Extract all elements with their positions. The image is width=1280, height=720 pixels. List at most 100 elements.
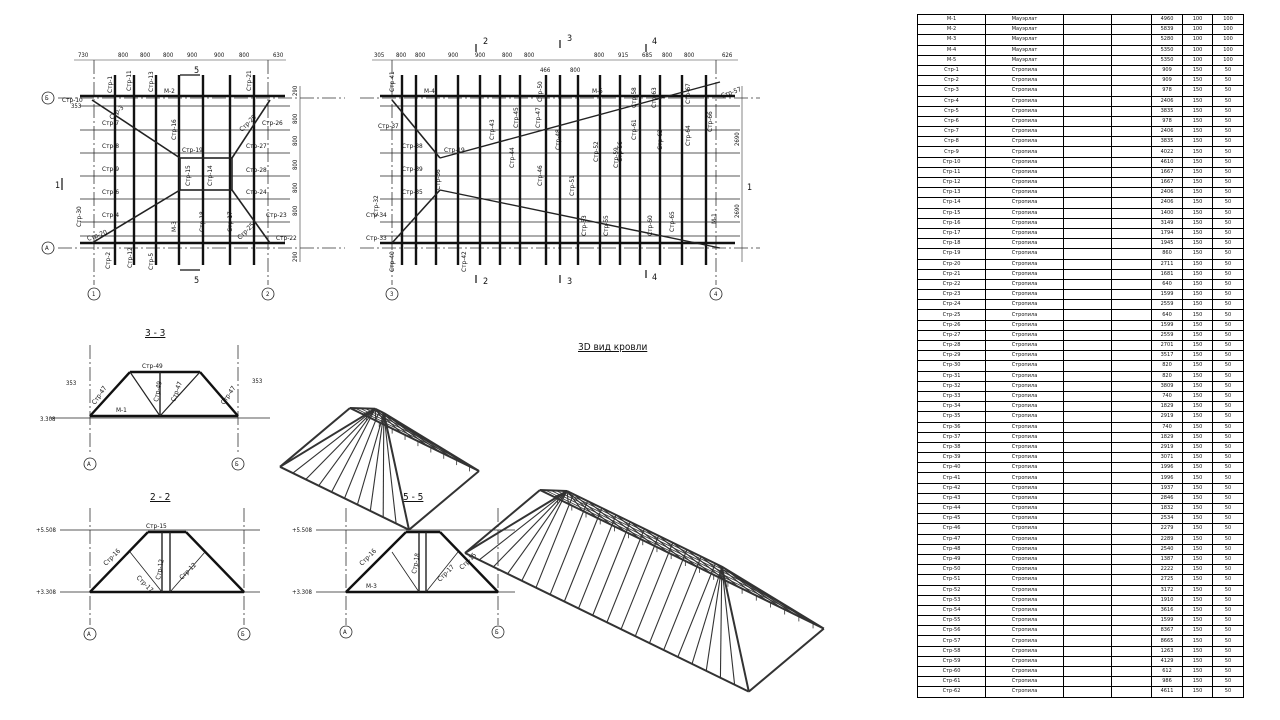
spec-cell [1063,176,1112,189]
spec-cell [1063,329,1112,342]
spec-cell [1063,431,1112,443]
spec-cell: Стропила [985,462,1064,474]
svg-text:М-1: М-1 [116,406,127,414]
rafter-label: Стр-51 [568,175,576,196]
spec-cell: Стр-22 [917,278,986,291]
svg-text:Стр-24: Стр-24 [246,188,267,196]
spec-cell [1063,44,1112,56]
spec-cell: 150 [1182,207,1213,219]
plan-left-side-dims: 290 800 800 800 800 800 290 [292,85,299,262]
spec-cell: 1937 [1151,482,1183,494]
spec-cell [1111,268,1152,280]
spec-cell [1111,207,1152,219]
spec-cell: 150 [1182,166,1213,179]
rafter-label: Стр-32 [372,195,380,216]
spec-cell: 50 [1212,676,1244,688]
spec-cell: Стр-16 [917,217,986,229]
svg-text:685: 685 [642,52,652,59]
spec-cell: 150 [1182,217,1213,229]
svg-text:Стр-15: Стр-15 [184,165,192,186]
spec-cell [1063,360,1112,372]
spec-cell: 2559 [1151,329,1183,342]
spec-cell [1111,329,1152,342]
spec-cell: 50 [1212,238,1244,250]
spec-cell: 50 [1212,584,1244,596]
spec-cell [1111,441,1152,454]
svg-text:Стр-28: Стр-28 [246,166,267,174]
spec-cell: 150 [1182,502,1213,515]
spec-cell [1063,64,1112,77]
spec-cell: 2406 [1151,197,1183,209]
spec-cell: Стропила [985,176,1064,189]
spec-cell: 50 [1212,278,1244,291]
spec-cell: 150 [1182,339,1213,352]
rafter-label: Стр-66 [706,111,714,132]
svg-text:Стр-6: Стр-6 [102,188,119,196]
spec-cell [1111,462,1152,474]
spec-cell: Стропила [985,227,1064,240]
spec-cell: 150 [1182,492,1213,505]
spec-cell: Стропила [985,625,1064,637]
spec-cell: Стр-41 [917,472,986,484]
spec-cell: 150 [1182,350,1213,362]
spec-cell: 150 [1182,645,1213,657]
spec-cell [1063,625,1112,637]
spec-cell: 1829 [1151,431,1183,443]
spec-cell: 50 [1212,85,1244,97]
spec-cell: 100 [1212,34,1244,46]
spec-cell: 909 [1151,75,1183,87]
spec-cell [1063,584,1112,596]
rafter-label: Стр-44 [508,147,516,168]
spec-cell [1111,635,1152,647]
spec-cell: Стр-27 [917,329,986,342]
svg-text:М-3: М-3 [366,582,377,590]
spec-cell: 50 [1212,553,1244,566]
svg-text:+5.508: +5.508 [36,527,57,534]
spec-cell [1063,635,1112,647]
roof-3d-hip [279,407,480,531]
rafter-label: Стр-37 [378,122,399,130]
spec-cell: 150 [1182,176,1213,189]
spec-cell: Стр-50 [917,564,986,576]
spec-cell: 50 [1212,380,1244,392]
spec-cell: 820 [1151,360,1183,372]
svg-text:1: 1 [55,181,60,191]
spec-cell: 100 [1212,24,1244,36]
spec-cell [1063,492,1112,505]
spec-cell [1111,604,1152,617]
spec-cell: 150 [1182,686,1213,698]
svg-text:+3.308: +3.308 [292,589,313,596]
spec-cell: 150 [1182,299,1213,311]
spec-cell: Стропила [985,686,1064,698]
spec-cell: Стр-11 [917,166,986,179]
svg-text:Стр-22: Стр-22 [276,234,297,242]
svg-text:800: 800 [163,52,174,59]
spec-cell: 8367 [1151,625,1183,637]
rafter-label: Стр-39 [402,165,423,173]
spec-cell: Стр-46 [917,523,986,535]
spec-cell [1111,187,1152,199]
spec-cell [1063,390,1112,403]
spec-cell: 50 [1212,105,1244,117]
spec-cell: 2406 [1151,95,1183,107]
svg-text:4: 4 [652,37,657,47]
spec-cell: Стропила [985,401,1064,413]
svg-text:800: 800 [415,52,426,59]
spec-cell: 50 [1212,350,1244,362]
spec-cell: Стр-51 [917,574,986,586]
spec-cell: Стр-8 [917,136,986,148]
spec-cell: 150 [1182,635,1213,647]
spec-cell: 100 [1212,13,1244,26]
spec-cell: 150 [1182,676,1213,688]
spec-cell [1063,227,1112,240]
spec-cell: 1599 [1151,319,1183,331]
spec-cell: 50 [1212,339,1244,352]
spec-cell: Стропила [985,574,1064,586]
svg-text:Стр-49: Стр-49 [142,362,163,370]
rafter-label: Стр-65 [668,211,676,232]
svg-text:Стр-21: Стр-21 [245,70,253,91]
